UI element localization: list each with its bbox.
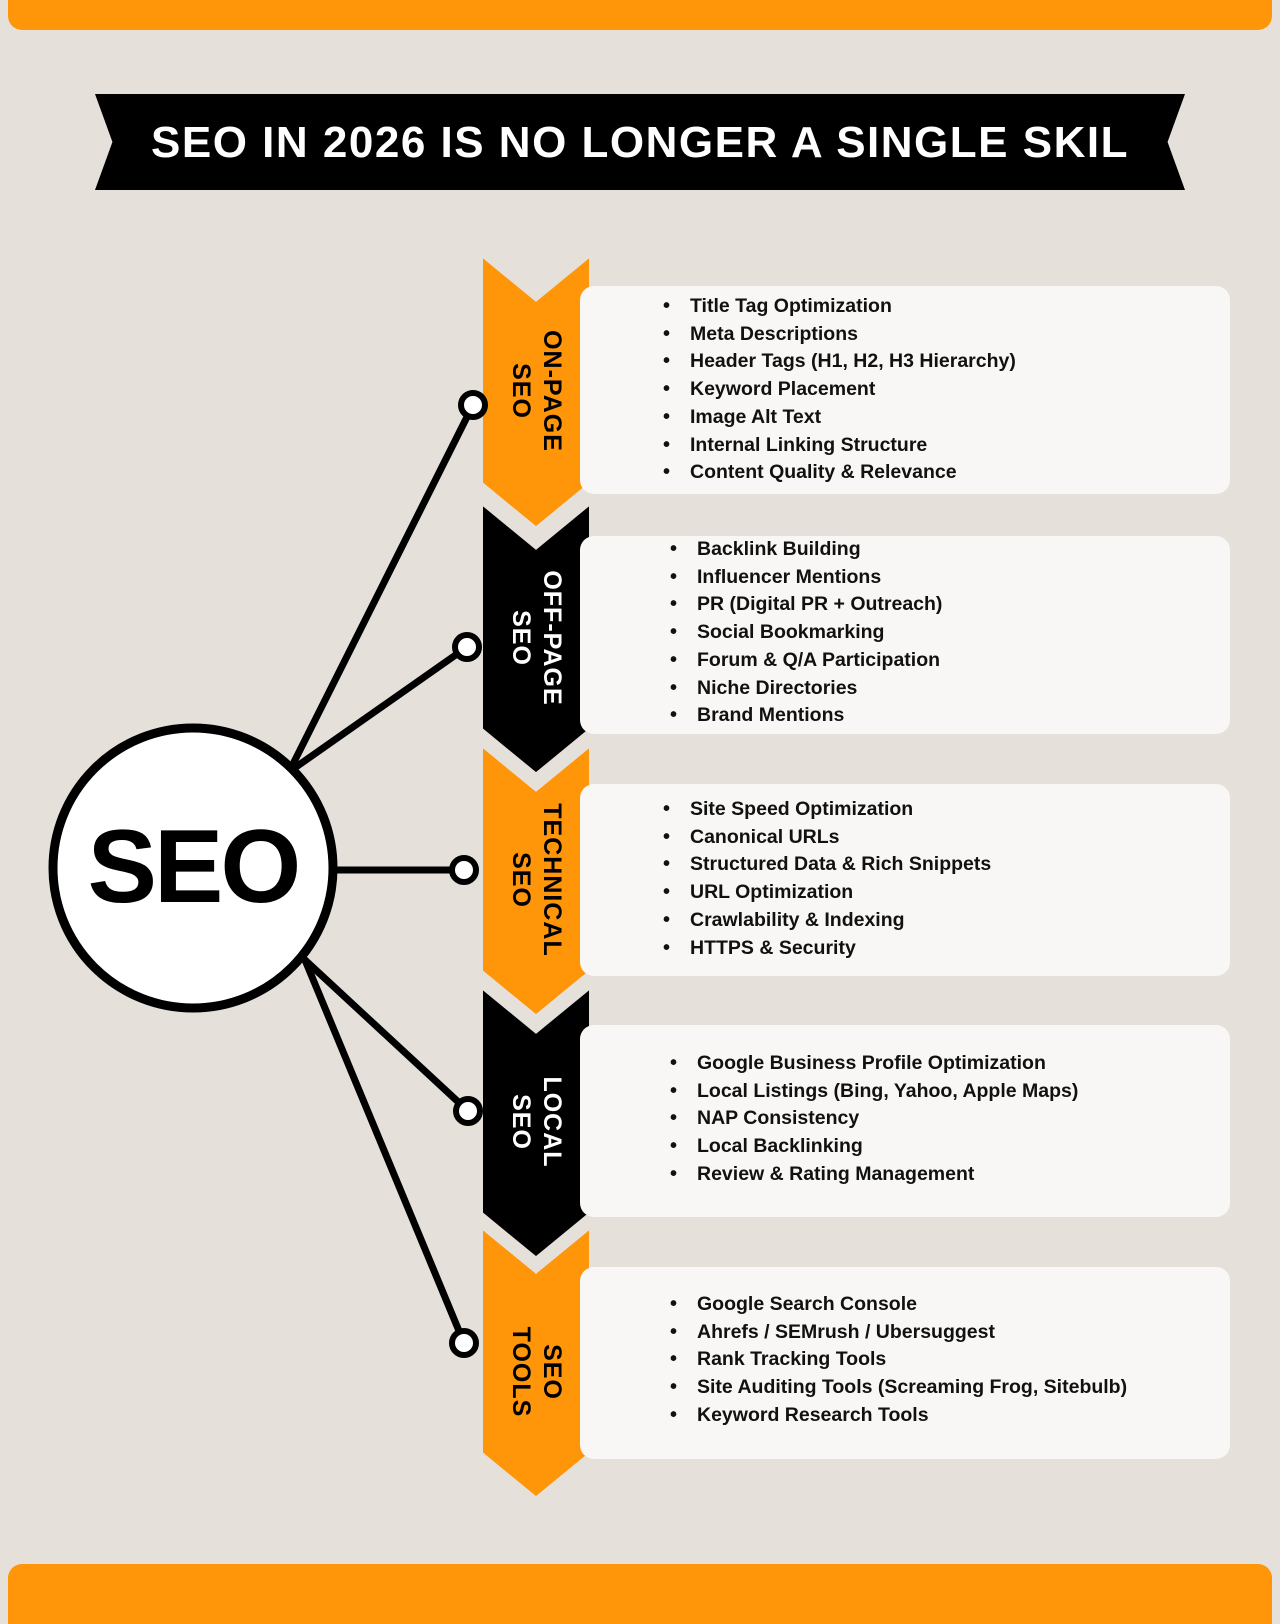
list-item: Title Tag Optimization [663,293,1016,321]
section-item-list: Backlink BuildingInfluencer MentionsPR (… [670,536,942,730]
list-item: Site Auditing Tools (Screaming Frog, Sit… [670,1374,1127,1402]
section-label-line-2: SEO [507,852,535,908]
list-item: Rank Tracking Tools [670,1346,1127,1374]
section-card-5: Google Search ConsoleAhrefs / SEMrush / … [580,1267,1230,1459]
section-item-list: Google Business Profile OptimizationLoca… [670,1050,1078,1189]
connector-node [449,855,479,885]
section-label-line-2: SEO [507,610,535,666]
section-label-line-1: LOCAL [538,1076,566,1168]
list-item: NAP Consistency [670,1105,1078,1133]
connector-node [452,632,482,662]
list-item: Social Bookmarking [670,619,942,647]
section-card-1: Title Tag OptimizationMeta DescriptionsH… [580,286,1230,494]
section-label-line-1: ON-PAGE [538,330,566,452]
connector-line [301,956,472,1115]
list-item: Brand Mentions [670,702,942,730]
connector-node [449,1328,479,1358]
list-item: Forum & Q/A Participation [670,647,942,675]
list-item: Crawlability & Indexing [663,907,991,935]
connector-line [301,956,468,1347]
list-item: Local Listings (Bing, Yahoo, Apple Maps) [670,1078,1078,1106]
list-item: Content Quality & Relevance [663,459,1016,487]
section-item-list: Google Search ConsoleAhrefs / SEMrush / … [670,1291,1127,1430]
section-card-4: Google Business Profile OptimizationLoca… [580,1025,1230,1217]
list-item: URL Optimization [663,879,991,907]
section-card-2: Backlink BuildingInfluencer MentionsPR (… [580,536,1230,734]
list-item: Internal Linking Structure [663,432,1016,460]
list-item: Local Backlinking [670,1133,1078,1161]
hub-label: SEO [87,809,302,925]
list-item: PR (Digital PR + Outreach) [670,591,942,619]
list-item: Keyword Placement [663,376,1016,404]
list-item: Niche Directories [670,675,942,703]
list-item: Site Speed Optimization [663,796,991,824]
list-item: Google Search Console [670,1291,1127,1319]
section-label-line-2: SEO [507,363,535,419]
section-label-line-1: SEO [538,1344,566,1400]
list-item: Header Tags (H1, H2, H3 Hierarchy) [663,348,1016,376]
hub-circle [48,723,338,1013]
list-item: Influencer Mentions [670,564,942,592]
connector-node [458,390,488,420]
list-item: Canonical URLs [663,824,991,852]
list-item: Keyword Research Tools [670,1402,1127,1430]
page-title: SEO IN 2026 IS NO LONGER A SINGLE SKIL [151,118,1129,167]
bottom-accent-bar [8,1564,1272,1624]
top-accent-bar [8,0,1272,30]
list-item: HTTPS & Security [663,935,991,963]
title-banner: SEO IN 2026 IS NO LONGER A SINGLE SKIL [95,94,1185,190]
section-label-line-2: SEO [507,1094,535,1150]
section-label-line-2: TOOLS [507,1326,535,1418]
section-item-list: Site Speed OptimizationCanonical URLsStr… [663,796,991,963]
section-label-line-1: OFF-PAGE [538,570,566,706]
list-item: Image Alt Text [663,404,1016,432]
connector-node [453,1096,483,1126]
list-item: Structured Data & Rich Snippets [663,851,991,879]
section-label-line-1: TECHNICAL [538,803,566,957]
section-card-3: Site Speed OptimizationCanonical URLsStr… [580,784,1230,976]
section-item-list: Title Tag OptimizationMeta DescriptionsH… [663,293,1016,487]
connector-line [292,643,471,771]
connector-line [288,401,477,770]
list-item: Backlink Building [670,536,942,564]
list-item: Meta Descriptions [663,321,1016,349]
list-item: Ahrefs / SEMrush / Ubersuggest [670,1319,1127,1347]
list-item: Google Business Profile Optimization [670,1050,1078,1078]
list-item: Review & Rating Management [670,1161,1078,1189]
